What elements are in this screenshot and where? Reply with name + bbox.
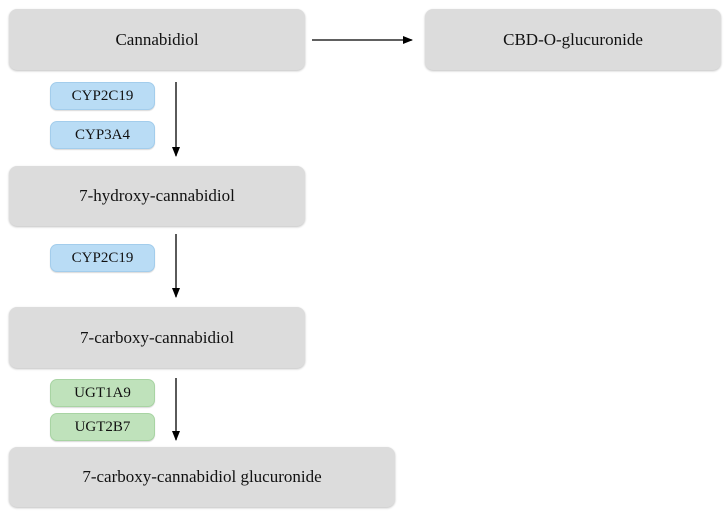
enzyme-label: CYP2C19: [71, 87, 134, 104]
enzyme-badge-ugt2b7: UGT2B7: [50, 413, 155, 441]
enzyme-label: CYP2C19: [71, 249, 134, 266]
node-cannabidiol: Cannabidiol: [9, 9, 305, 70]
enzyme-label: UGT1A9: [74, 384, 131, 401]
enzyme-badge-cyp3a4: CYP3A4: [50, 121, 155, 149]
enzyme-label: CYP3A4: [74, 126, 130, 143]
node-cbd-o-glucuronide-label: CBD-O-glucuronide: [503, 29, 643, 49]
enzyme-badge-ugt1a9: UGT1A9: [50, 379, 155, 407]
enzyme-badge-cyp2c19-step2: CYP2C19: [50, 244, 155, 272]
enzyme-badge-cyp2c19: CYP2C19: [50, 82, 155, 110]
node-cbd-o-glucuronide: CBD-O-glucuronide: [425, 9, 721, 70]
node-7-carboxy-cannabidiol: 7-carboxy-cannabidiol: [9, 307, 305, 368]
node-7-carboxy-cannabidiol-label: 7-carboxy-cannabidiol: [80, 327, 234, 347]
node-cannabidiol-label: Cannabidiol: [115, 29, 199, 49]
node-7-hydroxy-cannabidiol-label: 7-hydroxy-cannabidiol: [79, 186, 235, 205]
node-7-carboxy-cannabidiol-glucuronide: 7-carboxy-cannabidiol glucuronide: [9, 447, 395, 507]
enzyme-label: UGT2B7: [74, 418, 131, 435]
node-7-carboxy-cannabidiol-glucuronide-label: 7-carboxy-cannabidiol glucuronide: [82, 467, 322, 486]
node-7-hydroxy-cannabidiol: 7-hydroxy-cannabidiol: [9, 166, 305, 226]
